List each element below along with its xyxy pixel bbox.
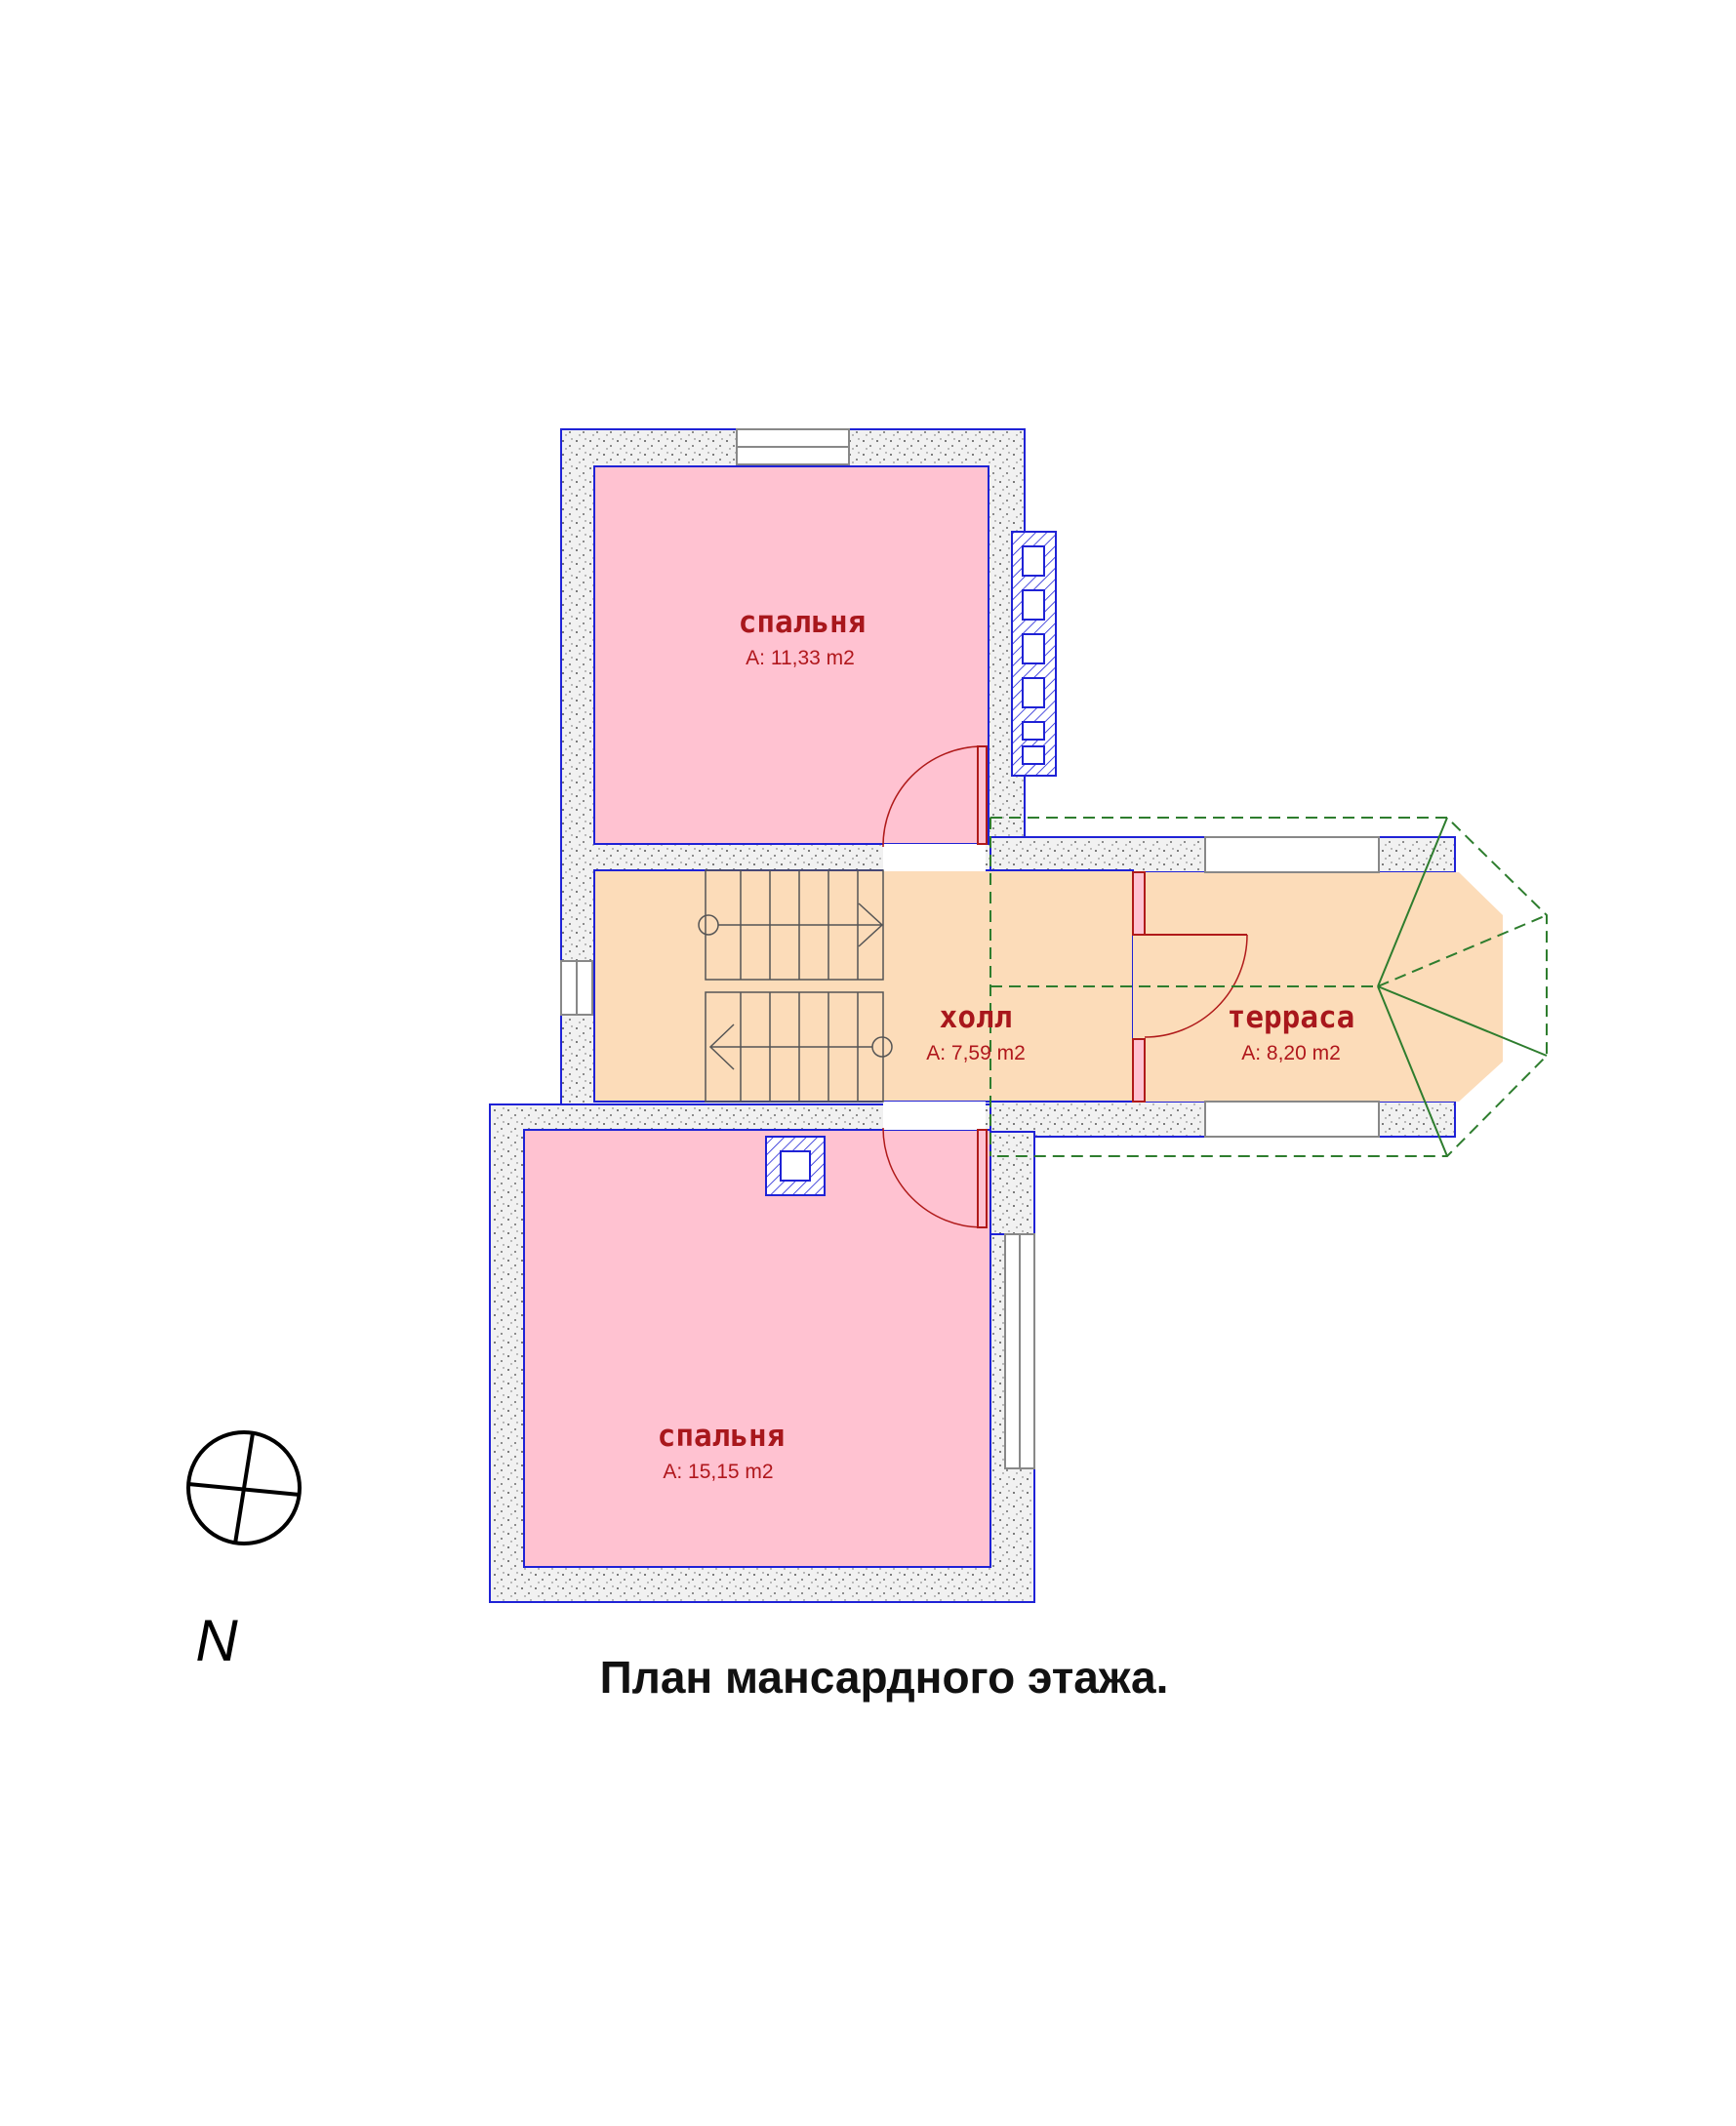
openings [560,428,1380,1469]
ventilation-block [1011,531,1057,777]
terrace-door [1132,871,1248,1103]
room-area-bedroom-top: A: 11,33 m2 [746,647,855,669]
north-label: N [195,1608,238,1673]
roof-projection [989,817,1548,1157]
wall-terrace-top-left [989,836,1206,873]
floor-terrace [1133,872,1503,1102]
chimney-icon [765,1136,826,1196]
room-name-terrace: терраса [1228,1000,1355,1035]
staircase [698,869,893,1103]
wall-terrace-top-right [1378,836,1456,873]
interior-doors [882,745,988,1228]
floor-bedroom-bottom [523,1129,991,1568]
room-name-bedroom-top: спальня [739,605,867,640]
floor-bedroom-top [593,465,989,845]
wall-stub [989,1131,1035,1235]
wall-terrace-bottom-right [1378,1101,1456,1138]
plan-title: План мансардного этажа. [600,1652,1169,1703]
stair-arrow-icon [858,903,884,947]
room-area-terrace: A: 8,20 m2 [1241,1042,1341,1064]
north-compass-icon [186,1430,302,1545]
room-labels: спальня A: 11,33 m2 холл A: 7,59 m2 терр… [658,605,1355,1483]
room-floors [523,465,1503,1568]
room-name-hall: холл [940,1000,1013,1035]
room-area-bedroom-bottom: A: 15,15 m2 [663,1461,773,1483]
room-area-hall: A: 7,59 m2 [926,1042,1026,1064]
room-name-bedroom-bottom: спальня [658,1419,786,1454]
